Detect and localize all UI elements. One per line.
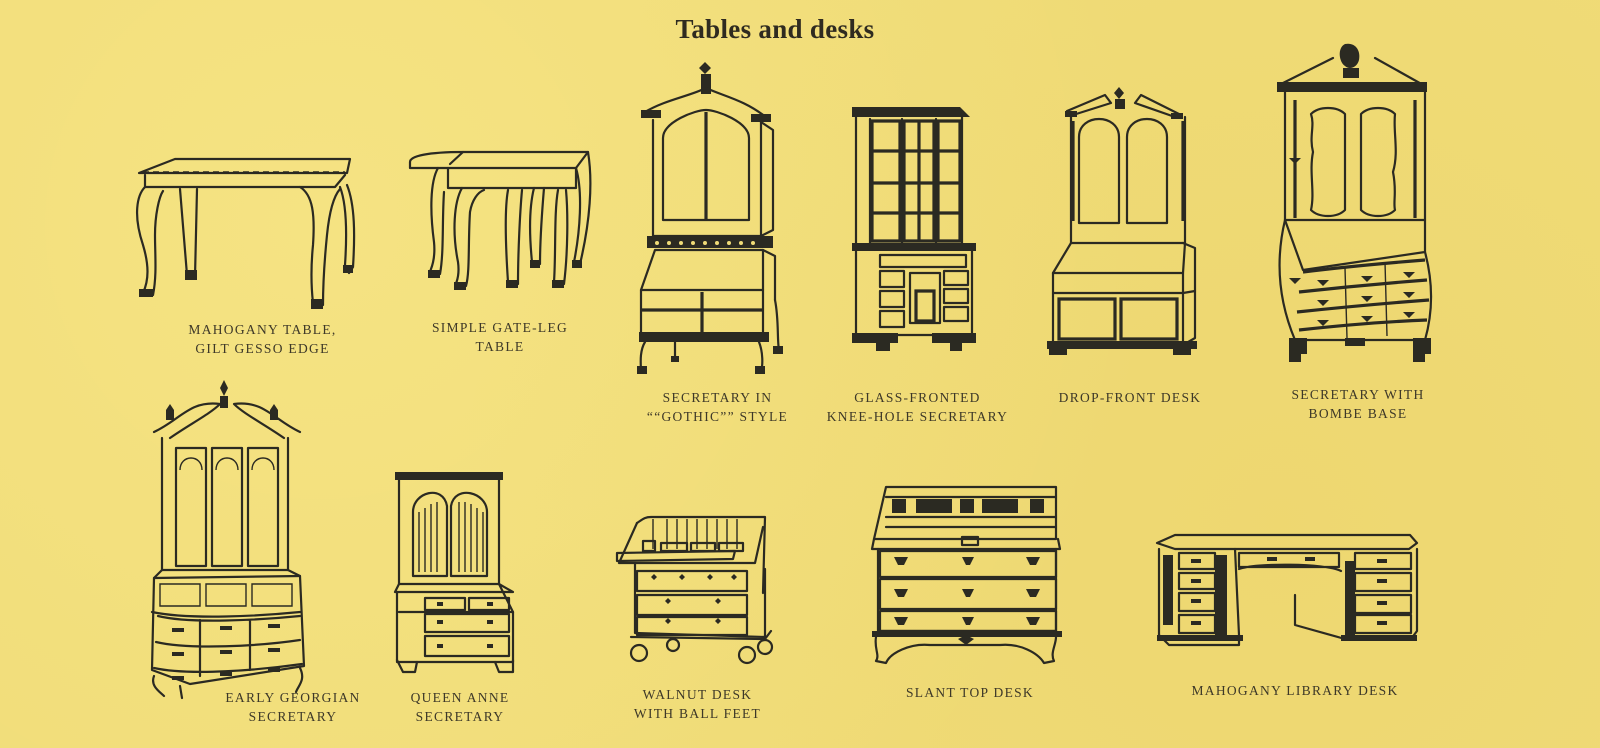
knee-hole-secretary-illustration — [852, 105, 980, 355]
walnut-desk-illustration — [615, 513, 780, 665]
mahogany-table-illustration — [135, 155, 356, 310]
gate-leg-table-illustration — [408, 150, 593, 307]
caption-slant-top-desk: SLANT TOP DESK — [906, 685, 1034, 700]
mahogany-library-desk-illustration — [1155, 533, 1420, 665]
early-georgian-secretary-illustration — [150, 380, 306, 700]
gothic-secretary-illustration — [635, 60, 785, 375]
caption-gothic-secretary: SECRETARY IN““GOTHIC”” STYLE — [646, 390, 789, 424]
queen-anne-secretary-illustration — [393, 472, 520, 677]
bombe-secretary-illustration — [1275, 42, 1435, 367]
caption-mahogany-library-desk: MAHOGANY LIBRARY DESK — [1191, 683, 1399, 698]
page-title: Tables and desks — [675, 14, 875, 44]
caption-mahogany-table: MAHOGANY TABLE,GILT GESSO EDGE — [188, 322, 337, 356]
slant-top-desk-illustration — [870, 483, 1065, 668]
caption-drop-front-desk: DROP-FRONT DESK — [1058, 390, 1202, 405]
drop-front-desk-illustration — [1045, 83, 1205, 358]
